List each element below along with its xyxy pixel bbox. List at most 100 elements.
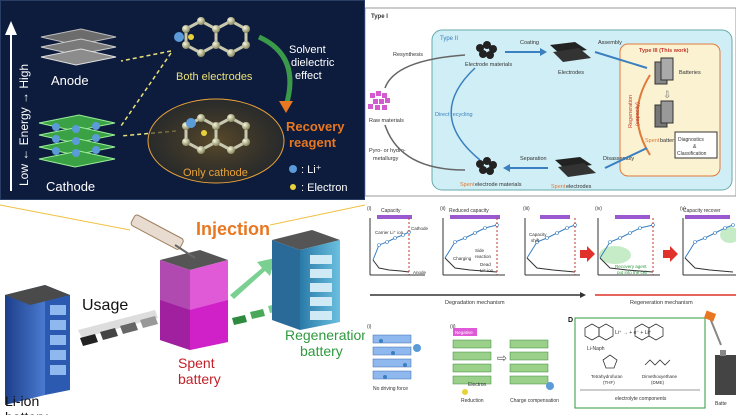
legend-electron: : Electron bbox=[301, 182, 347, 194]
thf-line1: Tetrahydrofuran bbox=[591, 374, 623, 379]
mech-label-iii: (iii) bbox=[523, 206, 530, 212]
mech-panel-v: Capacity recover bbox=[682, 208, 736, 276]
electron-label: Electron bbox=[468, 382, 487, 388]
mech-charging: Charging bbox=[453, 256, 472, 261]
mech-capacity: Capacity bbox=[381, 208, 401, 214]
mech-dead-2: Li⁺ ion bbox=[480, 268, 494, 273]
c-label-i: (i) bbox=[367, 324, 372, 330]
legend-li: : Li⁺ bbox=[301, 164, 322, 176]
reaction-label: Li⁺ → + e⁻ + Li⁺ bbox=[615, 330, 652, 336]
red-arrow-1 bbox=[580, 246, 595, 262]
dme-line2: (DME) bbox=[651, 380, 664, 385]
naphthalene-structure bbox=[584, 323, 664, 341]
charge-comp-label: Charge compensation bbox=[510, 398, 559, 404]
negative-label: Negative bbox=[455, 330, 473, 335]
reagent-box bbox=[574, 317, 706, 409]
recovery-reagent-line1: Recovery bbox=[286, 119, 345, 134]
diagnostics-line2: & bbox=[693, 144, 697, 150]
spent-batteries-rest: batteries bbox=[660, 138, 681, 144]
electrode-materials: Electrode materials bbox=[465, 41, 512, 68]
solvent-effect-line2: dielectric bbox=[291, 57, 335, 69]
cathode-label: Cathode bbox=[46, 179, 95, 194]
regeneration-line1: Regeneration bbox=[628, 95, 634, 128]
mech-label-i: (i) bbox=[367, 206, 372, 212]
type2-label: Type II bbox=[440, 36, 458, 42]
spent-em-rest: electrode materials bbox=[475, 182, 522, 188]
mech-recovery-1: Recovery agent bbox=[615, 264, 647, 269]
only-cathode-label: Only cathode bbox=[183, 167, 248, 179]
spent-electrodes-spent: Spent bbox=[551, 184, 566, 190]
mech-recovery-2: put into the cell bbox=[617, 270, 647, 275]
regeneration-line2: battery bbox=[300, 343, 343, 359]
regeneration-line1: Regeneration bbox=[285, 327, 365, 343]
mech-side-reaction-2: reaction bbox=[475, 254, 492, 259]
lattice-reduction: Negative Electron Reduction bbox=[452, 328, 492, 404]
energy-axis-label: Low ← Energy → High bbox=[17, 64, 31, 186]
dme-structure: Dimethoxyethane (DME) bbox=[642, 359, 678, 385]
mech-label-ii: (ii) bbox=[440, 206, 446, 212]
legend: : Li⁺ : Electron bbox=[289, 164, 347, 194]
red-arrow-2 bbox=[663, 246, 678, 262]
anode-stack: Anode bbox=[40, 28, 117, 88]
mech-label-iv: (iv) bbox=[595, 206, 602, 212]
battery-partial: Batte bbox=[703, 310, 736, 407]
li-ion-line1: Li-ion bbox=[5, 393, 39, 409]
mech-shift-2: shift bbox=[531, 238, 540, 243]
recycling-process-panel: Type I Type II Type III (This work) Raw … bbox=[365, 0, 736, 200]
regeneration-mech-label: Regeneration mechanism bbox=[630, 300, 693, 306]
d-label: D bbox=[568, 317, 573, 324]
solvent-effect-arrow bbox=[257, 34, 293, 107]
raw-materials-label: Raw materials bbox=[369, 118, 404, 124]
usage-label: Usage bbox=[82, 297, 128, 314]
mech-capacity-recover: Capacity recover bbox=[683, 208, 721, 214]
electrodes-label: Electrodes bbox=[558, 70, 584, 76]
disassembly-label: Disassembly bbox=[603, 156, 634, 162]
naphthalene-molecule-bottom bbox=[182, 114, 250, 154]
degradation-label: Degradation mechanism bbox=[445, 300, 505, 306]
electrolyte-label: electrolyte components bbox=[615, 396, 667, 402]
mech-reduced-capacity: Reduced capacity bbox=[449, 208, 489, 214]
energy-axis: Low ← Energy → High bbox=[5, 21, 31, 191]
c-label-ii: (ii) bbox=[450, 324, 456, 330]
assembly-label: Assembly bbox=[598, 40, 622, 46]
usage-arrow bbox=[78, 310, 158, 346]
naphthalene-molecule-top: Both electrodes bbox=[174, 17, 253, 83]
mech-anode: Anode bbox=[413, 270, 427, 275]
mech-panel-ii: Reduced capacity Side reaction Charging … bbox=[442, 208, 505, 276]
reduction-label: Reduction bbox=[461, 398, 484, 404]
diagnostics-box bbox=[674, 131, 718, 159]
type1-label: Type I bbox=[371, 14, 388, 20]
recovery-reagent-line2: reagent bbox=[289, 135, 337, 150]
spent-battery: Spent battery bbox=[160, 250, 228, 387]
mech-panel-iv: Recovery agent put into the cell bbox=[597, 215, 660, 276]
diagnostics-line3: Classification bbox=[677, 151, 707, 157]
syringe-icon bbox=[130, 214, 196, 259]
batt-cut-label: Batte bbox=[715, 401, 727, 407]
spent-line2: battery bbox=[178, 371, 221, 387]
resynthesis-label: Resynthesis bbox=[393, 52, 423, 58]
separation-label: Separation bbox=[520, 156, 547, 162]
energy-level-panel: Low ← Energy → High Anode Cathode bbox=[0, 0, 365, 200]
spent-batteries-spent: Spent bbox=[645, 138, 660, 144]
spent-electrodes: Spent electrodes bbox=[551, 157, 596, 190]
battery-lifecycle-panel: Li-ion battery Usage Spent battery Injec bbox=[0, 200, 365, 415]
svg-text:⇨: ⇨ bbox=[497, 351, 507, 365]
solvent-effect-line1: Solvent bbox=[289, 44, 326, 56]
thf-structure: Tetrahydrofuran (THF) bbox=[591, 354, 623, 385]
pyro-line2: metallurgy bbox=[373, 156, 399, 162]
spent-electrode-materials: Spent electrode materials bbox=[460, 157, 522, 188]
mechanism-panel: (i) (ii) (iii) (iv) (v) Capacity Carrier… bbox=[365, 200, 736, 415]
li-naph-label: Li-Naph bbox=[587, 346, 605, 352]
svg-text:⇩: ⇩ bbox=[663, 90, 671, 101]
direct-recycling-label: Direct recycling bbox=[435, 112, 473, 118]
mech-label-v: (v) bbox=[680, 206, 686, 212]
dme-line1: Dimethoxyethane bbox=[642, 374, 678, 379]
type3-label: Type III (This work) bbox=[639, 48, 689, 54]
li-ion-line2: battery bbox=[5, 409, 48, 415]
thf-line2: (THF) bbox=[603, 380, 615, 385]
lattice-no-force: No driving force bbox=[372, 334, 421, 392]
cathode-stack: Cathode bbox=[38, 114, 116, 194]
mech-side-reaction-1: Side bbox=[475, 248, 485, 253]
batteries: Batteries ⇩ Spent batteries bbox=[645, 57, 701, 144]
mech-cathode: Cathode bbox=[411, 226, 429, 231]
